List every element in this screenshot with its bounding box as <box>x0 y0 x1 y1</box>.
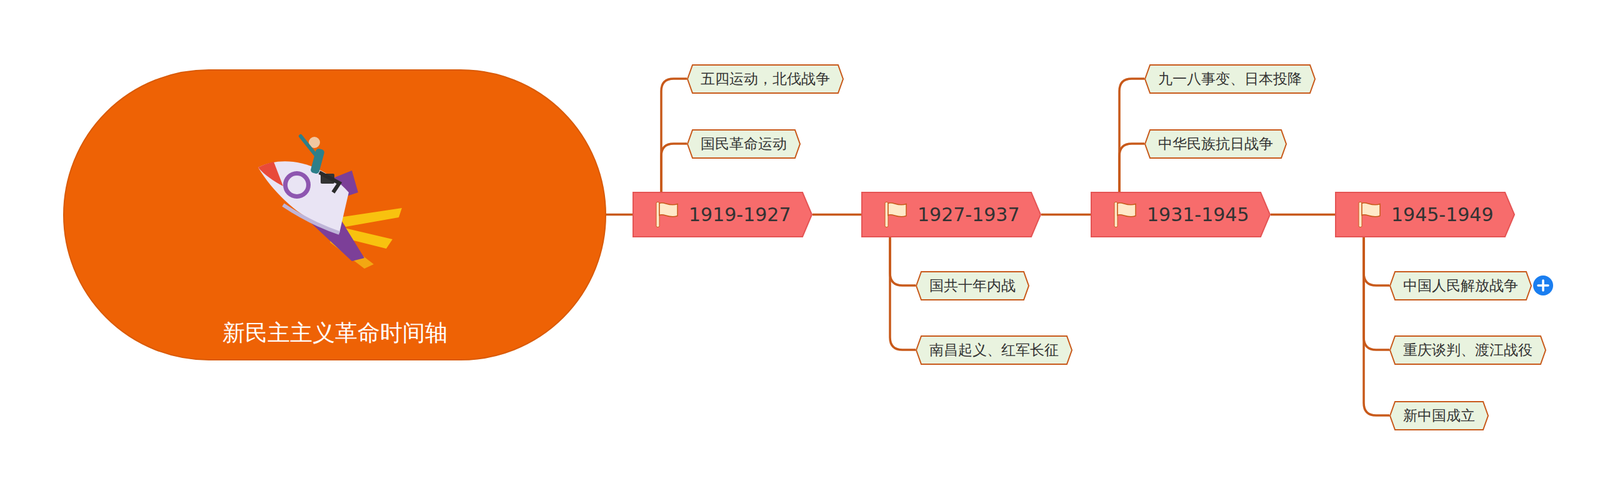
label: 南昌起义、红军长征 <box>929 340 1059 360</box>
connector <box>661 78 687 192</box>
connector <box>1041 213 1091 217</box>
period-marker: 1931-1945 <box>1090 191 1271 238</box>
label: 五四运动，北伐战争 <box>700 69 830 89</box>
period-marker: 1919-1927 <box>632 191 813 238</box>
connector <box>1270 213 1335 217</box>
label: 1927-1937 <box>917 203 1020 226</box>
period-marker: 1927-1937 <box>861 191 1042 238</box>
connector <box>890 237 916 286</box>
label: 国共十年内战 <box>929 276 1016 296</box>
event-box: 新中国成立 <box>1389 401 1489 431</box>
connector <box>661 143 687 192</box>
event-box: 五四运动，北伐战争 <box>686 64 844 94</box>
connector <box>1119 143 1145 192</box>
connector <box>1363 237 1390 350</box>
label: 中华民族抗日战争 <box>1158 134 1274 154</box>
connector <box>812 213 862 217</box>
label: 中国人民解放战争 <box>1403 276 1519 296</box>
connector <box>1363 237 1390 286</box>
label: 新中国成立 <box>1403 406 1475 426</box>
label: 重庆谈判、渡江战役 <box>1403 340 1533 360</box>
connector <box>890 237 916 350</box>
central-topic: 新民主主义革命时间轴 <box>63 69 607 361</box>
period-marker: 1945-1949 <box>1335 191 1515 238</box>
event-box: 重庆谈判、渡江战役 <box>1389 335 1547 365</box>
event-box: 中华民族抗日战争 <box>1144 129 1287 159</box>
label: 九一八事变、日本投降 <box>1158 69 1302 89</box>
rocket-illustration <box>245 123 409 274</box>
event-box: 中国人民解放战争 <box>1389 271 1532 301</box>
event-box: 南昌起义、红军长征 <box>915 335 1073 365</box>
label: 1945-1949 <box>1391 203 1494 226</box>
add-button <box>1531 274 1555 297</box>
connector <box>1119 78 1145 192</box>
connector <box>1363 237 1390 416</box>
label: 国民革命运动 <box>700 134 787 154</box>
event-box: 国民革命运动 <box>686 129 801 159</box>
event-box: 九一八事变、日本投降 <box>1144 64 1316 94</box>
label: 1919-1927 <box>688 203 792 226</box>
title: 新民主主义革命时间轴 <box>64 318 605 349</box>
connector <box>606 213 633 217</box>
label: 1931-1945 <box>1146 203 1250 226</box>
event-box: 国共十年内战 <box>915 271 1030 301</box>
